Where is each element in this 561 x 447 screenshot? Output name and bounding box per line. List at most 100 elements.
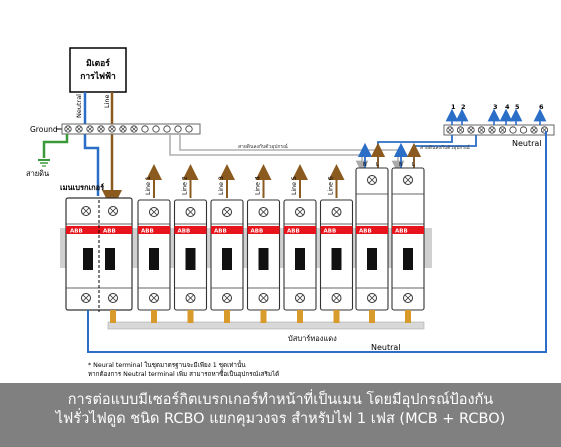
busbar-tab [187,310,194,323]
device-ground-wires: สายดินลงกับตัวอุปกรณ์ [169,134,405,174]
branch-breaker-toggle [222,248,232,270]
caption-line-2: ไฟรั่วไฟดูด ชนิด RCBO แยกคุมวงจร สำหรับไ… [55,411,506,427]
main-breaker-screw-top-l [108,206,118,216]
ground-terminal-empty [174,125,182,133]
ground-label: Ground [30,125,58,134]
branch-breaker-screw-bottom [185,293,196,303]
busbar-tab [110,310,116,323]
caption-bar: การต่อแบบมีเซอร์กิตเบรกเกอร์ทำหน้าที่เป็… [0,383,561,447]
branch-breaker-brand: ABB [287,229,300,235]
branch-breaker-brand-strip [247,226,280,234]
neutral-terminal [498,126,507,134]
meter-label-2: การไฟฟ้า [80,71,116,82]
electricity-meter: มิเตอร์ การไฟฟ้า [69,47,127,93]
neutral-return-label: Neutral [371,343,401,352]
rcbo-brand-strip [392,226,424,234]
branch-breaker-screw-top [331,207,342,217]
circuit-number: 6 [539,103,544,111]
rcbo-screw-bottom [367,293,377,303]
ground-terminal-empty [152,125,160,133]
ground-to-device-label-2: สายดินลงกับตัวอุปกรณ์ [420,144,470,151]
rcbo-l-label: L [412,162,415,168]
branch-breaker-brand-strip [320,226,353,234]
ground-to-device-label: สายดินลงกับตัวอุปกรณ์ [238,143,288,150]
main-breaker-toggle-2 [105,248,115,270]
neutral-return-wire: Neutral [87,131,547,353]
main-breaker-brand: ABB [70,229,83,235]
branch-breaker-toggle [149,248,159,270]
rcbo-n-label: N [363,162,367,168]
neutral-terminal [456,126,465,134]
ground-terminal-empty [163,125,171,133]
copper-busbar: บัสบาร์ทองแดง [107,310,425,343]
ground-terminal [97,125,105,133]
ground-terminal-empty [185,125,193,133]
branch-breaker-toggle [331,248,342,270]
branch-breaker-brand: ABB [178,229,191,235]
branch-breaker-brand-strip [138,226,170,234]
ground-bar: Ground [30,123,201,135]
branch-line-label: Line 2 [182,176,189,195]
main-breaker-screw-bot-l [108,293,118,303]
branch-breaker-screw-bottom [295,293,305,303]
main-breaker-toggle-1 [83,248,93,270]
circuit-number: 3 [493,103,498,111]
branch-breaker-toggle [295,248,305,270]
busbar-tab [260,310,267,323]
branch-breaker-toggle [185,248,196,270]
line-wire-label: Line [103,94,111,108]
branch-breaker-brand-strip [174,226,207,234]
rcbo-screw-top [367,175,377,185]
branch-breaker-brand: ABB [141,229,154,235]
note-line-2: หากต้องการ Neutral terminal เพิ่ม สามารถ… [88,369,279,378]
branch-breaker-screw-bottom [331,293,342,303]
neutral-terminal [446,126,454,134]
busbar-tab [297,310,303,323]
busbar-tab [224,310,230,323]
neutral-terminal-empty [519,126,528,134]
circuit-number: 4 [505,103,510,111]
rcbo-toggle [403,248,413,270]
branch-breaker-screw-bottom [222,293,232,303]
caption-line-1: การต่อแบบมีเซอร์กิตเบรกเกอร์ทำหน้าที่เป็… [67,392,494,408]
circuit-number: 5 [515,103,520,111]
ground-terminal [108,125,116,133]
rcbo-brand: ABB [359,229,372,235]
branch-breaker-screw-bottom [149,293,159,303]
ground-terminal [86,125,94,133]
neutral-terminal [467,126,475,134]
rcbo-brand-strip [356,226,388,234]
line-supply-wire: Line [102,92,122,210]
neutral-supply-wire: Neutral [75,92,100,196]
ground-terminal [75,125,83,133]
circuit-number: 1 [451,103,456,111]
branch-breaker-screw-top [258,207,269,217]
rcbo-screw-bottom [403,293,413,303]
rcbo-toggle [367,248,377,270]
rcbo-brand: ABB [395,229,408,235]
busbar-tab [405,310,411,323]
branch-breaker-brand: ABB [214,229,227,235]
busbar-tab [369,310,375,323]
rcbo-body [355,167,389,311]
main-breaker-brand-2: ABB [103,229,116,235]
branch-breaker-screw-bottom [258,293,269,303]
rcbo-neutral-wires: สายดินลงกับตัวอุปกรณ์ [377,135,477,168]
neutral-bar: Neutral [443,124,555,148]
rcbo-screw-top [403,175,413,185]
ground-terminal [64,125,72,133]
ground-terminal [130,125,138,133]
branch-breaker-screw-top [295,207,305,217]
neutral-terminal [477,126,486,134]
neutral-terminal [488,126,496,134]
branch-line-label: Line 6 [328,176,335,195]
busbar-tab [333,310,340,323]
branch-breaker-toggle [258,248,269,270]
